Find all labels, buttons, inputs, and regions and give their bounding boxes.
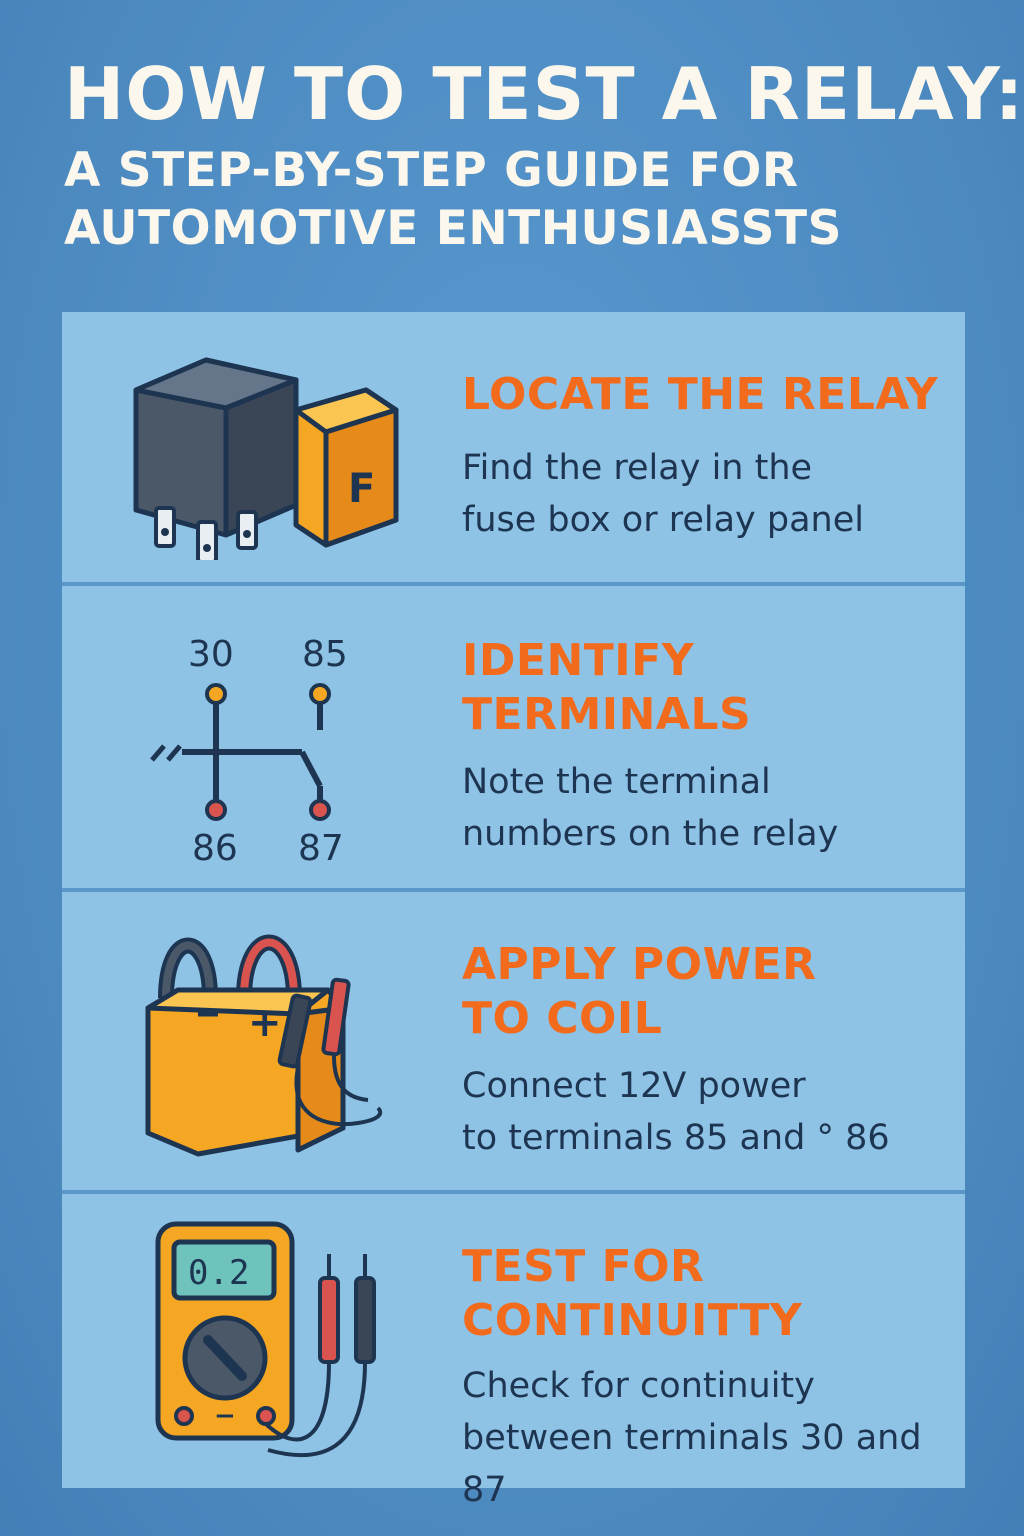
fuse-letter: F — [348, 466, 375, 512]
step-card-locate: F LOCATE THE RELAY Find the relay in the… — [62, 312, 965, 582]
step-title-continuity: TEST FOR CONTINUITTY — [462, 1241, 803, 1346]
step-card-continuity: 0.2 − TEST FOR CONTINUITTY Check for con… — [62, 1194, 965, 1510]
step-divider — [62, 1190, 965, 1194]
step-divider — [62, 582, 965, 586]
terminal-diagram-icon: 30 85 86 87 — [150, 634, 348, 866]
step-title-identify: IDENTIFY TERMINALS — [462, 635, 752, 740]
step-desc-locate: Find the relay in the fuse box or relay … — [462, 448, 864, 540]
steps-panel: F LOCATE THE RELAY Find the relay in the… — [62, 312, 965, 1510]
multimeter-icon: 0.2 − — [155, 1221, 376, 1458]
meter-reading: 0.2 — [188, 1253, 249, 1293]
step-divider — [62, 888, 965, 892]
step-title-power: APPLY POWER TO COIL — [462, 939, 817, 1044]
battery-plus-symbol: + — [248, 1000, 282, 1046]
step-desc-continuity: Check for continuity between terminals 3… — [462, 1366, 922, 1510]
step-desc-identify: Note the terminal numbers on the relay — [462, 762, 839, 854]
step-card-identify: 30 85 86 87 IDENTIFY TERMINALS Note the … — [62, 586, 965, 888]
battery-probes-icon: + — [145, 934, 383, 1157]
page-subtitle: A STEP-BY-STEP GUIDE FOR AUTOMOTIVE ENTH… — [64, 142, 984, 258]
step-desc-power: Connect 12V power to terminals 85 and ° … — [462, 1066, 890, 1158]
page-title: HOW TO TEST A RELAY: — [64, 52, 1024, 136]
terminal-label-87: 87 — [298, 828, 344, 866]
terminal-label-85: 85 — [302, 634, 348, 675]
subtitle-text: A STEP-BY-STEP GUIDE FOR AUTOMOTIVE ENTH… — [64, 143, 842, 256]
terminal-label-30: 30 — [188, 634, 234, 675]
meter-minus-symbol: − — [214, 1401, 236, 1431]
step-title-locate: LOCATE THE RELAY — [462, 369, 939, 420]
page-header: HOW TO TEST A RELAY: A STEP-BY-STEP GUID… — [64, 52, 1024, 258]
relay-fuse-icon: F — [133, 357, 399, 560]
step-card-power: + APPLY POWER TO COIL Connect 12V power … — [62, 892, 965, 1190]
terminal-label-86: 86 — [192, 828, 238, 866]
